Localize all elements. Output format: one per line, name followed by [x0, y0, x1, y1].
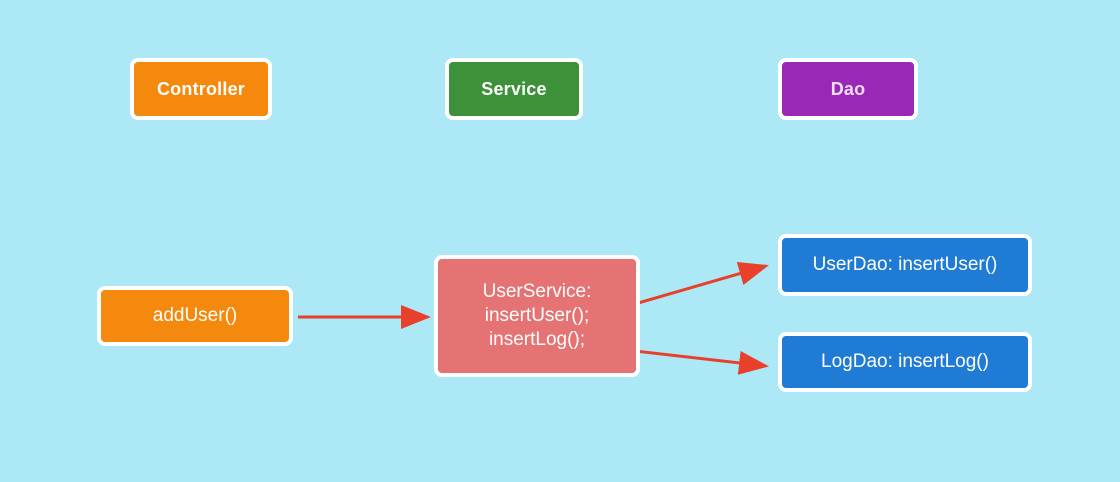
node-logdao[interactable]: LogDao: insertLog() — [778, 332, 1032, 392]
layer-header-service[interactable]: Service — [445, 58, 583, 120]
layer-header-dao-label: Dao — [830, 78, 866, 99]
layer-header-dao[interactable]: Dao — [778, 58, 918, 120]
node-userservice[interactable]: UserService: insertUser(); insertLog(); — [434, 255, 640, 377]
layer-header-controller-label: Controller — [156, 78, 245, 99]
node-adduser-label: addUser() — [152, 305, 238, 327]
layer-header-service-label: Service — [481, 78, 547, 99]
node-userdao-label: UserDao: insertUser() — [812, 254, 998, 276]
layer-header-controller[interactable]: Controller — [130, 58, 272, 120]
node-userdao[interactable]: UserDao: insertUser() — [778, 234, 1032, 296]
node-logdao-label: LogDao: insertLog() — [821, 351, 989, 373]
node-adduser[interactable]: addUser() — [97, 286, 293, 346]
node-userservice-label: UserService: insertUser(); insertLog(); — [482, 281, 592, 350]
